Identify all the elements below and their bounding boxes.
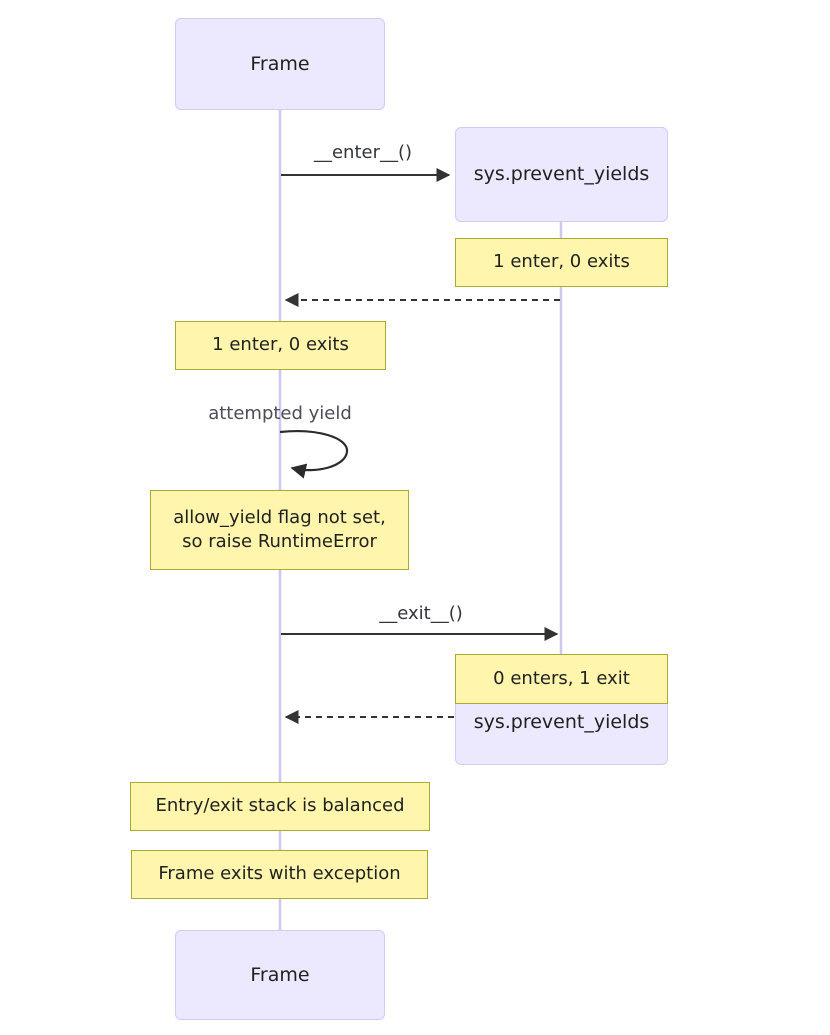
message-label-attempted-yield: attempted yield [208, 403, 352, 424]
note-enter-left-text: 1 enter, 0 exits [212, 334, 349, 356]
note-stack-balanced: Entry/exit stack is balanced [130, 782, 430, 831]
note-runtime-error: allow_yield flag not set, so raise Runti… [150, 490, 409, 570]
participant-prevent-yields-bottom-label: sys.prevent_yields [473, 711, 650, 733]
self-loop-attempted-yield [279, 430, 349, 479]
note-enter-right: 1 enter, 0 exits [455, 238, 668, 287]
note-exit-right: 0 enters, 1 exit [455, 654, 668, 704]
participant-frame-bottom-label: Frame [250, 963, 310, 986]
message-label-exit: __exit__() [379, 603, 463, 624]
participant-frame-top[interactable]: Frame [175, 18, 385, 110]
participant-prevent-yields-top[interactable]: sys.prevent_yields [455, 127, 668, 222]
participant-prevent-yields-top-label: sys.prevent_yields [473, 163, 650, 186]
participant-frame-bottom[interactable]: Frame [175, 930, 385, 1020]
participant-frame-top-label: Frame [250, 52, 310, 75]
message-label-enter: __enter__() [313, 142, 413, 163]
note-frame-exception-text: Frame exits with exception [158, 863, 401, 885]
note-runtime-error-text: allow_yield flag not set, so raise Runti… [173, 506, 386, 552]
note-enter-left: 1 enter, 0 exits [175, 321, 386, 370]
note-enter-right-text: 1 enter, 0 exits [493, 251, 630, 273]
note-exit-right-text: 0 enters, 1 exit [493, 667, 630, 689]
note-frame-exception: Frame exits with exception [131, 850, 428, 899]
note-stack-balanced-text: Entry/exit stack is balanced [155, 795, 405, 817]
